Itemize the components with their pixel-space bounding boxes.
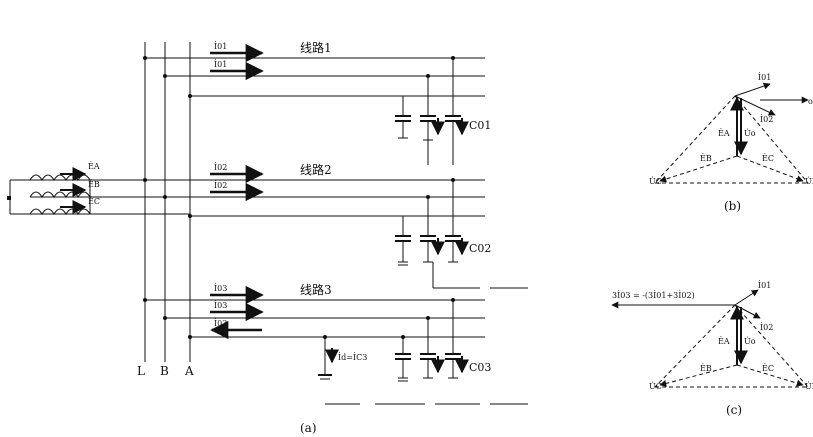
bus-label-l: L <box>137 364 145 378</box>
line2-cap-label: C02 <box>469 242 491 255</box>
line-3: İ03 İ03 İ03 线路3 İd=İC3 <box>143 282 528 405</box>
line3-current-1: İ03 <box>214 284 227 293</box>
line3-label: 线路3 <box>300 282 332 297</box>
line-1: İ01 İ01 线路1 C01 <box>143 40 491 165</box>
source-label-ea: ĖA <box>88 162 100 171</box>
figure-c-phasor: 3İ03 = -(3İ01+3İ02) İ01 İ02 U̇o ĖA ĖB ĖC… <box>611 281 813 417</box>
bus-label-a: A <box>184 364 194 378</box>
source-transformer: ĖA ĖB ĖC <box>7 162 190 215</box>
c-left-label: 3İ03 = -(3İ01+3İ02) <box>612 291 695 300</box>
line3-current-2: İ03 <box>214 301 227 310</box>
fault-current-label: İd=İC3 <box>338 353 367 362</box>
source-label-eb: ĖB <box>88 180 100 189</box>
b-uc: U̇C <box>649 177 662 186</box>
line2-label: 线路2 <box>300 162 332 177</box>
c-eb: ĖB <box>700 364 712 373</box>
line1-cap-label: C01 <box>469 119 491 132</box>
figure-a-circuit: ĖA ĖB ĖC L B A İ01 İ01 <box>7 40 528 435</box>
line1-current-1: İ01 <box>214 42 227 51</box>
c-i02: İ02 <box>760 323 773 332</box>
bus-bars: L B A <box>137 42 194 378</box>
figure-b-phasor: İ01 İ02 o U̇o ĖA ĖB ĖC U̇C U̇B (b) <box>649 73 813 213</box>
c-ub: U̇B <box>805 382 813 391</box>
c-ea: ĖA <box>718 337 730 346</box>
figure-b-caption: (b) <box>724 199 741 213</box>
line-2: İ02 İ02 线路2 C02 <box>143 162 528 289</box>
line2-current-1: İ02 <box>214 163 227 172</box>
b-ea: ĖA <box>718 129 730 138</box>
c-ec: ĖC <box>762 364 774 373</box>
line1-label: 线路1 <box>300 40 332 55</box>
line2-current-2: İ02 <box>214 181 227 190</box>
c-i01: İ01 <box>758 281 771 290</box>
b-eb: ĖB <box>700 154 712 163</box>
b-o: o <box>808 97 813 106</box>
line3-cap-label: C03 <box>469 361 491 374</box>
b-uo: U̇o <box>744 129 756 138</box>
figure-c-caption: (c) <box>726 403 742 417</box>
b-i02: İ02 <box>760 115 773 124</box>
b-i01: İ01 <box>758 73 771 82</box>
figure-a-caption: (a) <box>300 421 317 435</box>
c-uc: U̇C <box>649 382 662 391</box>
b-ub: U̇B <box>805 177 813 186</box>
line1-current-2: İ01 <box>214 60 227 69</box>
source-label-ec: ĖC <box>88 197 100 206</box>
bus-label-b: B <box>160 364 169 378</box>
b-ec: ĖC <box>762 154 774 163</box>
line3-current-3: İ03 <box>214 319 227 328</box>
c-uo: U̇o <box>744 337 756 346</box>
